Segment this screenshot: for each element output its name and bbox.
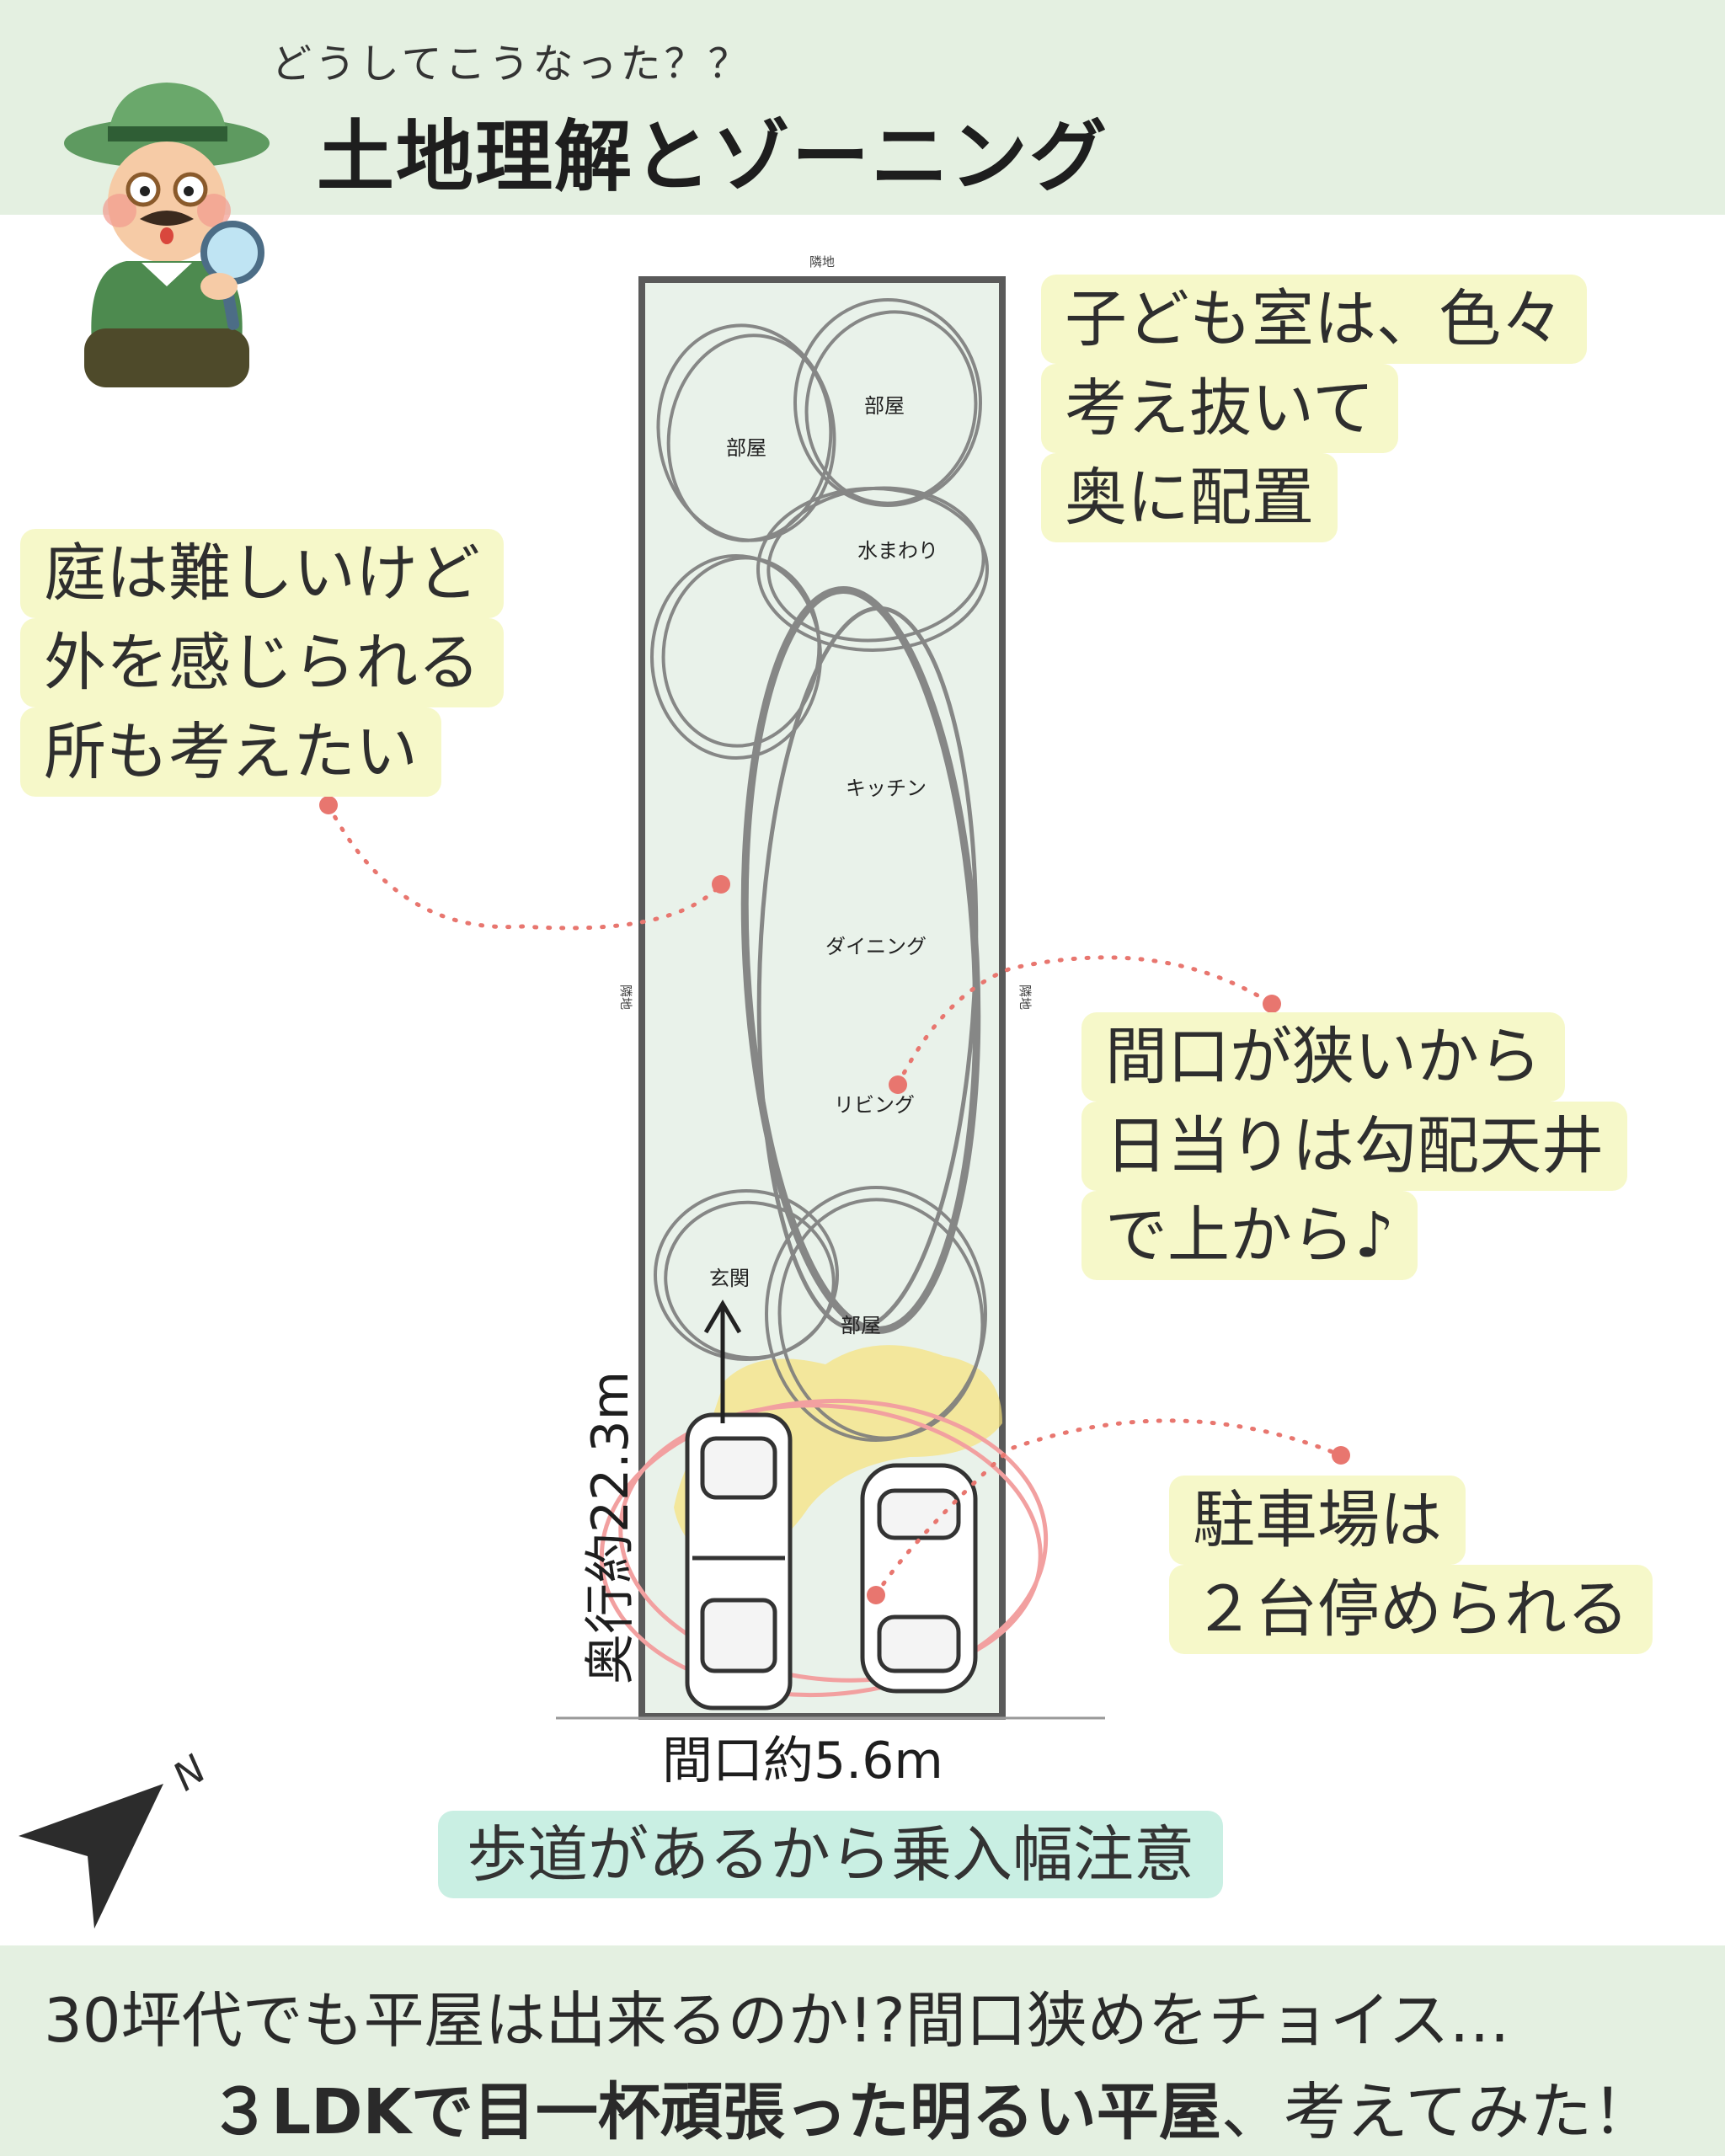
footer-tagline-bold: ３LDKで目一杯頑張った明るい平屋	[209, 2076, 1221, 2148]
room-label-entrance: 玄関	[709, 1267, 750, 1290]
neighbor-label-left: 隣地	[618, 985, 633, 1010]
callout-line: 間口が狭いから	[1081, 1012, 1565, 1102]
callout-line: 日当りは勾配天井	[1081, 1102, 1627, 1191]
callout-garden: 庭は難しいけど 外を感じられる 所も考えたい	[20, 529, 504, 797]
zoning-sketch	[650, 298, 989, 1442]
sidewalk-notice-banner: 歩道があるから乗入幅注意	[438, 1811, 1224, 1898]
neighbor-label-top: 隣地	[809, 254, 835, 270]
car-left	[685, 1412, 793, 1710]
page-title: 土地理解とゾーニング	[317, 112, 1109, 202]
callout-line: 外を感じられる	[20, 618, 504, 707]
header-subtitle: どうしてこうなった？？	[271, 40, 752, 88]
callout-line: 奥に配置	[1041, 453, 1338, 542]
room-label-room-c: 部屋	[841, 1314, 881, 1337]
car-right	[860, 1463, 978, 1694]
header-band	[0, 0, 1725, 215]
callout-kids-room: 子ども室は、色々 考え抜いて 奥に配置	[1041, 275, 1587, 542]
footer-band	[0, 1945, 1725, 2156]
sunlight-zone	[674, 1345, 1002, 1566]
callout-parking: 駐車場は ２台停められる	[1169, 1476, 1653, 1654]
callout-line: 駐車場は	[1169, 1476, 1466, 1565]
entrance-arrow	[703, 1299, 742, 1423]
neighbor-label-right: 隣地	[1017, 985, 1033, 1010]
callout-line: 子ども室は、色々	[1041, 275, 1587, 364]
frontage-dimension: 間口約5.6m	[662, 1732, 943, 1790]
north-arrow-icon: N	[19, 1746, 214, 1929]
depth-dimension: 奥行約22.3m	[581, 1370, 640, 1684]
footer-tagline: ３LDKで目一杯頑張った明るい平屋、考えてみた！	[209, 2062, 1654, 2152]
room-label-room-a: 部屋	[726, 436, 766, 460]
compass-n-label: N	[164, 1746, 214, 1800]
callout-line: で上から♪	[1081, 1191, 1418, 1280]
room-label-kitchen: キッチン	[846, 776, 927, 800]
footer-headline: 30坪代でも平屋は出来るのか!?間口狭めをチョイス…	[44, 1985, 1510, 2056]
lot-boundary	[638, 276, 1006, 1720]
footer-tagline-rest: 、考えてみた！	[1220, 2076, 1655, 2148]
parking-zone-circle	[599, 1398, 1049, 1698]
callout-frontage: 間口が狭いから 日当りは勾配天井 で上から♪	[1081, 1012, 1627, 1280]
explorer-mascot-illustration	[64, 83, 270, 387]
room-label-room-b: 部屋	[864, 394, 905, 418]
callout-line: 庭は難しいけど	[20, 529, 504, 618]
callout-line: 考え抜いて	[1041, 364, 1398, 453]
room-label-living: リビング	[834, 1093, 915, 1117]
room-label-dining: ダイニング	[825, 935, 927, 958]
room-label-water: 水まわり	[857, 539, 938, 563]
callout-line: ２台停められる	[1169, 1565, 1653, 1654]
callout-line: 所も考えたい	[20, 707, 441, 797]
